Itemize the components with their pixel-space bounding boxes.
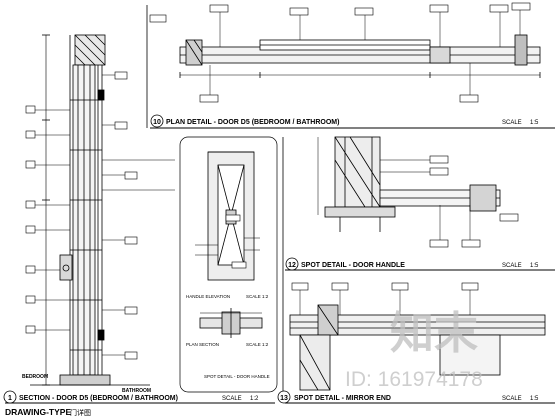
drawing-type-cn: 门详图 [70, 408, 91, 417]
detail-number-1: 1 [8, 395, 12, 402]
scale-label-1: SCALE [222, 396, 242, 402]
plan-callout-tags [149, 2, 531, 103]
title-block-13: 13 SPOT DETAIL - MIRROR END SCALE 1:5 [277, 390, 555, 404]
plan-section-scale: SCALE 1:2 [246, 342, 269, 347]
section-callout-tags [25, 71, 138, 360]
drawing-type-label: DRAWING-TYPE [5, 407, 71, 417]
scale-value-10: 1:5 [530, 120, 539, 126]
scale-label-10: SCALE [502, 120, 522, 126]
scale-label-12: SCALE [502, 263, 522, 269]
spot-handle-callout-tags [429, 155, 519, 248]
detail-title-13: SPOT DETAIL - MIRROR END [294, 395, 391, 402]
section-door-drawing [30, 34, 175, 386]
detail-title-12: SPOT DETAIL - DOOR HANDLE [301, 262, 405, 269]
watermark-logo: 知末 [390, 309, 478, 358]
watermark: 知末 ID: 161974178 [345, 309, 483, 391]
mirror-callout-tags [291, 282, 479, 291]
scale-value-1: 1:2 [250, 396, 259, 402]
detail-number-10: 10 [153, 119, 161, 126]
plan-detail-drawing [179, 10, 541, 95]
title-block-10: 10 PLAN DETAIL - DOOR D5 (BEDROOM / BATH… [146, 5, 555, 129]
detail-number-12: 12 [288, 262, 296, 269]
title-block-12: 12 SPOT DETAIL - DOOR HANDLE SCALE 1:5 [282, 137, 555, 395]
detail-title-10: PLAN DETAIL - DOOR D5 (BEDROOM / BATHROO… [166, 119, 339, 126]
scale-value-13: 1:5 [530, 396, 539, 402]
spot-door-handle-sublabel: SPOT DETAIL - DOOR HANDLE [204, 374, 270, 379]
section-tag-2: BEDROOM [22, 374, 48, 380]
handle-callout-tags [225, 214, 247, 269]
watermark-id: ID: 161974178 [345, 368, 483, 391]
spot-detail-handle-drawing [317, 136, 501, 240]
handle-elevation-scale: SCALE 1:2 [246, 294, 269, 299]
detail-number-13: 13 [280, 395, 288, 402]
handle-elevation-label: HANDLE ELEVATION [186, 294, 230, 299]
scale-value-12: 1:5 [530, 263, 539, 269]
section-tag: BATHROOM [122, 388, 151, 394]
plan-section-label: PLAN SECTION [186, 342, 219, 347]
mirror-end-drawing [289, 290, 546, 391]
scale-label-13: SCALE [502, 396, 522, 402]
title-block-1: 1 SECTION - DOOR D5 (BEDROOM / BATHROOM)… [3, 390, 275, 417]
detail-title-1: SECTION - DOOR D5 (BEDROOM / BATHROOM) [19, 395, 178, 402]
